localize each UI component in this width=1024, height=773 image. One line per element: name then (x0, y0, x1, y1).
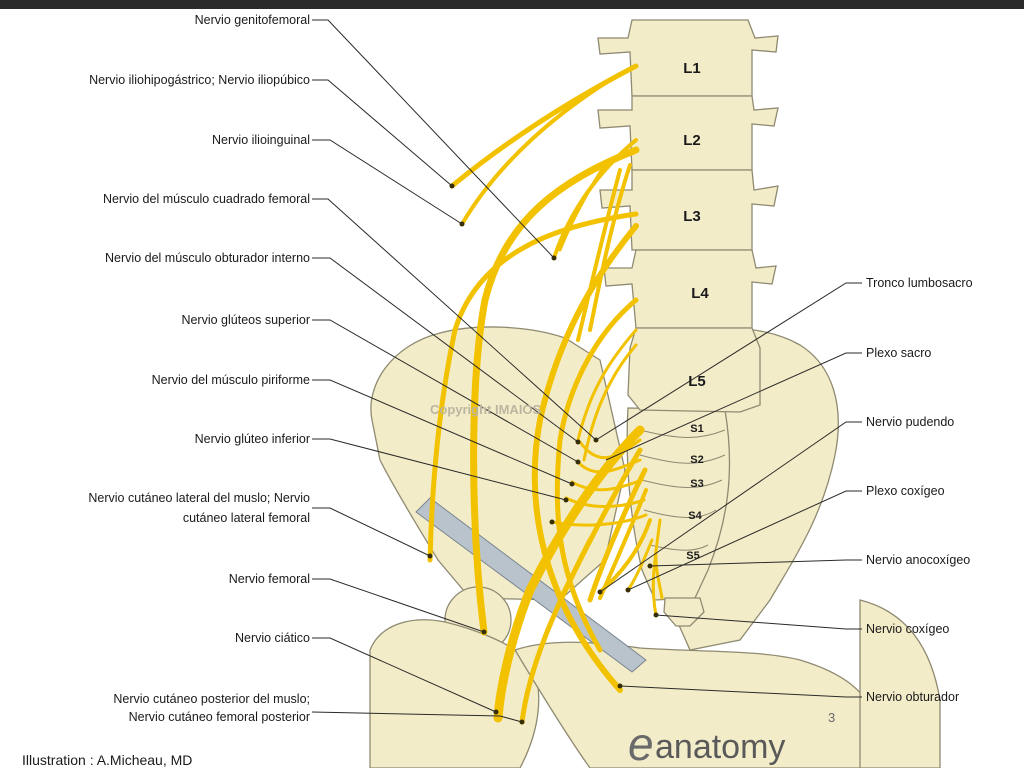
label-cutaneo-lateral-1: Nervio cutáneo lateral del muslo; Nervio (88, 491, 310, 505)
coccyx (663, 597, 705, 627)
vertebra-l4 (603, 249, 777, 329)
label-cutaneo-posterior-1: Nervio cutáneo posterior del muslo; (113, 692, 310, 706)
left-labels: Nervio genitofemoral Nervio iliohipogást… (88, 13, 310, 724)
vertebra-l5 (627, 327, 761, 413)
sacral-labels: S1 S2 S3 S4 S5 (686, 423, 703, 562)
label-iliohipogastrico: Nervio iliohipogástrico; Nervio iliopúbi… (89, 73, 310, 87)
brand-mark: e (628, 718, 654, 768)
sacral-label-s4: S4 (688, 510, 702, 522)
label-plexo-sacro: Plexo sacro (866, 346, 931, 360)
label-femoral: Nervio femoral (229, 572, 310, 586)
label-nervio-pudendo: Nervio pudendo (866, 415, 954, 429)
sacral-label-s3: S3 (690, 478, 703, 490)
anatomy-diagram: Nervio genitofemoral Nervio iliohipogást… (22, 13, 973, 770)
brand-logo: e anatomy 3 (628, 710, 835, 770)
nerve-femoral (470, 146, 640, 636)
label-nervio-obturador: Nervio obturador (866, 690, 959, 704)
label-ciatico: Nervio ciático (235, 631, 310, 645)
top-bar (0, 0, 1024, 9)
label-gluteos-superior: Nervio glúteos superior (181, 313, 310, 327)
nerve-pudendo (598, 518, 652, 594)
label-ilioinguinal: Nervio ilioinguinal (212, 133, 310, 147)
sacral-label-s5: S5 (686, 550, 699, 562)
label-cutaneo-lateral-2: cutáneo lateral femoral (183, 511, 310, 525)
lumbar-vertebrae (597, 19, 779, 413)
vertebra-l1 (597, 19, 779, 97)
label-plexo-coxigeo: Plexo coxígeo (866, 484, 945, 498)
vertebra-label-l3: L3 (683, 208, 701, 225)
nerve-ilioinguinal (460, 72, 622, 226)
label-cutaneo-posterior-2: Nervio cutáneo femoral posterior (129, 710, 310, 724)
sacral-label-s1: S1 (690, 423, 703, 435)
label-nervio-coxigeo: Nervio coxígeo (866, 622, 949, 636)
watermark: Copyright IMAIOS (430, 402, 542, 417)
label-gluteo-inferior: Nervio glúteo inferior (195, 432, 310, 446)
vertebra-labels: L1 L2 L3 L4 L5 (683, 60, 709, 390)
vertebra-label-l1: L1 (683, 60, 701, 77)
sacral-label-s2: S2 (690, 454, 703, 466)
right-labels: Tronco lumbosacro Plexo sacro Nervio pud… (866, 276, 973, 704)
vertebra-label-l2: L2 (683, 132, 701, 149)
disc-lines (632, 95, 752, 551)
label-cuadrado-femoral: Nervio del músculo cuadrado femoral (103, 192, 310, 206)
nerve-obturator (531, 223, 639, 693)
nerve-lateral-cutaneous (427, 211, 639, 563)
vertebra-label-l4: L4 (691, 285, 709, 302)
nerve-coxigeo (651, 518, 662, 617)
vertebra-label-l5: L5 (688, 373, 706, 390)
label-genitofemoral: Nervio genitofemoral (195, 13, 310, 27)
leader-lines (311, 19, 862, 723)
right-lower-bone (859, 599, 941, 769)
nerves (427, 63, 664, 725)
label-piriforme: Nervio del músculo piriforme (152, 373, 310, 387)
brand-name: anatomy (655, 728, 785, 766)
plate-number: 3 (828, 710, 835, 725)
nerve-sciatic (493, 425, 645, 723)
diagram-stage: Nervio genitofemoral Nervio iliohipogást… (0, 9, 1024, 770)
label-obturador-interno: Nervio del músculo obturador interno (105, 251, 310, 265)
illustration-credit: Illustration : A.Micheau, MD (22, 752, 192, 768)
nerve-posterior-cutaneous (519, 537, 593, 725)
label-tronco-lumbosacro: Tronco lumbosacro (866, 276, 973, 290)
label-nervio-anocoxigeo: Nervio anocoxígeo (866, 553, 970, 567)
